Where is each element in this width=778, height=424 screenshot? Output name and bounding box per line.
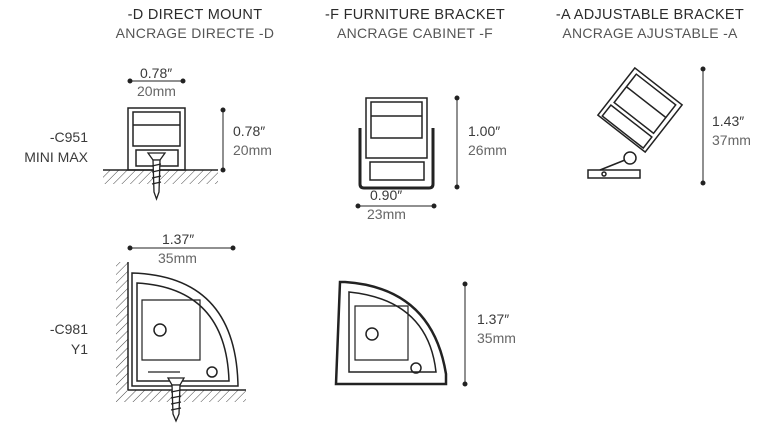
- bracket-base-icon: [587, 151, 641, 179]
- dim-c951-f-height-mm: 26mm: [468, 142, 507, 158]
- column-title-adjustable-bracket: -A ADJUSTABLE BRACKET: [555, 7, 745, 23]
- dim-c981-f-height-mm: 35mm: [477, 330, 516, 346]
- dim-line-c951-d-height: [220, 107, 226, 173]
- dim-line-c951-a-height: [700, 66, 706, 186]
- dim-c951-f-width-mm: 23mm: [367, 206, 406, 222]
- profile-c981-direct: [131, 272, 239, 387]
- screw-icon: [166, 377, 186, 423]
- dim-c951-a-height-mm: 37mm: [712, 132, 751, 148]
- dim-c951-f-width-in: 0.90″: [370, 187, 403, 203]
- row-code-c951: -C951: [49, 129, 88, 145]
- dim-line-c981-f-height: [462, 281, 468, 387]
- column-subtitle-adjustable-bracket: ANCRAGE AJUSTABLE -A: [562, 25, 738, 41]
- profile-c951-adjustable: [596, 66, 684, 154]
- dim-c951-a-height-in: 1.43″: [712, 113, 745, 129]
- column-subtitle-direct-mount: ANCRAGE DIRECTE -D: [115, 25, 275, 41]
- dim-c981-d-width-in: 1.37″: [162, 231, 195, 247]
- dim-line-c981-d-width: [127, 245, 236, 251]
- row-code-c981: -C981: [49, 321, 88, 337]
- dim-c981-f-height-in: 1.37″: [477, 311, 510, 327]
- row-name-y1: Y1: [70, 341, 88, 357]
- column-subtitle-furniture-bracket: ANCRAGE CABINET -F: [336, 25, 494, 41]
- profile-c951-furniture: [358, 97, 435, 190]
- screw-icon: [146, 152, 167, 201]
- profile-c981-furniture: [334, 280, 448, 386]
- column-title-furniture-bracket: -F FURNITURE BRACKET: [325, 7, 505, 23]
- profile-c951-direct: [103, 107, 218, 184]
- dim-c951-d-width-in: 0.78″: [140, 65, 173, 81]
- dim-line-c951-f-width: [355, 203, 437, 209]
- dim-c951-d-height-mm: 20mm: [233, 142, 272, 158]
- dim-c951-f-height-in: 1.00″: [468, 123, 501, 139]
- dim-c951-d-height-in: 0.78″: [233, 123, 266, 139]
- dim-line-c951-d-width: [127, 78, 186, 84]
- row-name-mini-max: MINI MAX: [24, 149, 88, 165]
- dim-c951-d-width-mm: 20mm: [137, 83, 176, 99]
- dim-c981-d-width-mm: 35mm: [158, 250, 197, 266]
- dim-line-c951-f-height: [454, 95, 460, 190]
- column-title-direct-mount: -D DIRECT MOUNT: [127, 7, 263, 23]
